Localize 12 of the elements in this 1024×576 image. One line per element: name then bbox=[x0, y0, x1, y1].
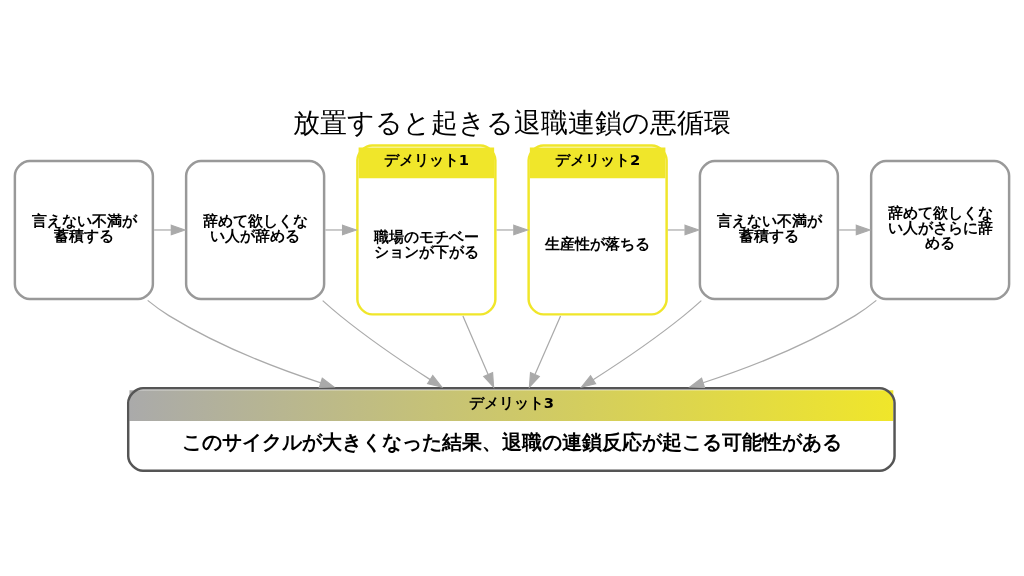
arrow bbox=[147, 299, 336, 388]
arrow bbox=[688, 299, 877, 388]
diagram-title: 放置すると起きる退職連鎖の悪循環 bbox=[293, 106, 731, 138]
arrow bbox=[324, 223, 358, 236]
arrow bbox=[153, 223, 187, 236]
arrow bbox=[838, 223, 872, 236]
arrow bbox=[667, 223, 701, 236]
arrow bbox=[580, 299, 702, 388]
arrow bbox=[322, 299, 444, 388]
arrow bbox=[528, 314, 562, 389]
arrow bbox=[462, 314, 495, 389]
arrow bbox=[496, 223, 530, 236]
